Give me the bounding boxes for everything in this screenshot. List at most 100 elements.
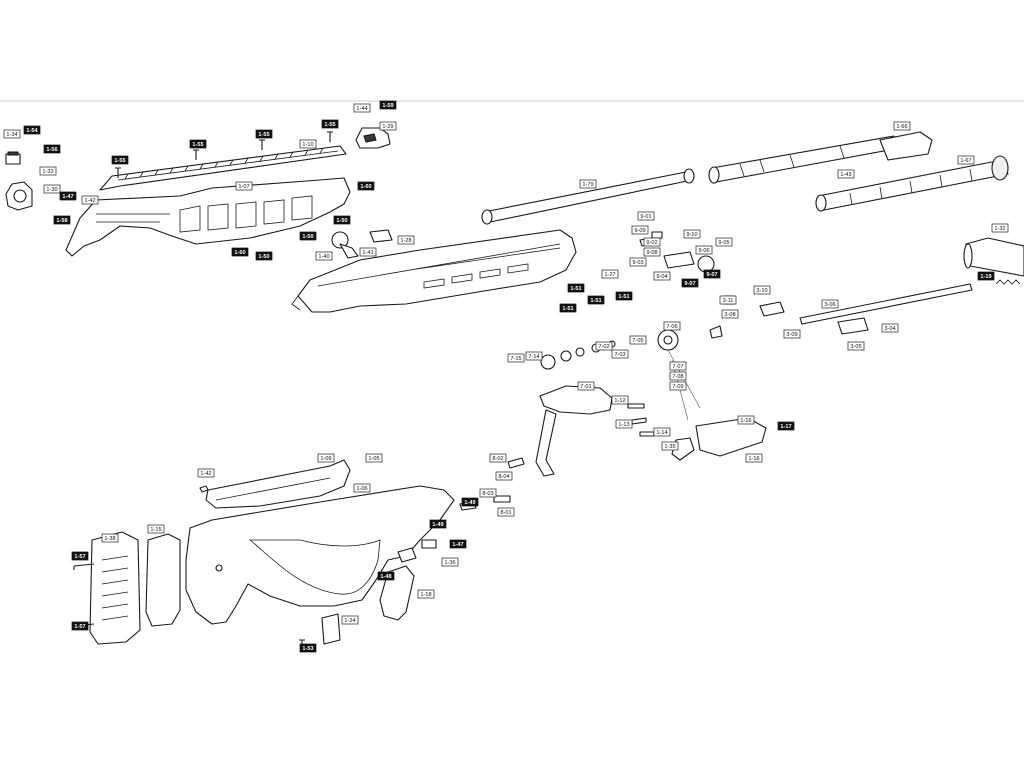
callout-box — [441, 557, 459, 567]
callout-label: 3-08 — [724, 312, 735, 318]
callout-tag: 1-57 — [71, 551, 89, 561]
callout-tag: 1-42 — [197, 468, 215, 478]
callout-box — [357, 181, 375, 191]
callout-tag: 1-33 — [39, 166, 57, 176]
callout-tag: 7-03 — [611, 349, 629, 359]
callout-box — [615, 291, 633, 301]
callout-tag: 1-56 — [43, 144, 61, 154]
callout-box — [681, 278, 699, 288]
callout-label: 9-01 — [640, 214, 651, 220]
callout-box — [189, 139, 207, 149]
callout-label: 1-14 — [656, 430, 667, 436]
callout-tag: 1-12 — [611, 395, 629, 405]
callout-tag: 1-41 — [359, 247, 377, 257]
callout-label: 8-02 — [492, 456, 503, 462]
callout-label: 1-34 — [6, 132, 17, 138]
callout-label: 1-13 — [618, 422, 629, 428]
callout-tag: 1-79 — [579, 179, 597, 189]
barrel-shroud-upper — [711, 135, 901, 183]
callout-tag: 9-04 — [653, 271, 671, 281]
callout-label: 1-18 — [420, 592, 431, 598]
callout-label: 9-10 — [686, 232, 697, 238]
callout-label: 1-51 — [590, 298, 601, 304]
callout-box — [577, 381, 595, 391]
callout-label: 1-58 — [56, 218, 67, 224]
fore-end-group — [291, 229, 577, 313]
callout-label: 3-06 — [824, 302, 835, 308]
callout-label: 1-56 — [46, 147, 57, 153]
callout-box — [661, 441, 679, 451]
callout-label: 1-50 — [258, 254, 269, 260]
callout-label: 1-51 — [570, 286, 581, 292]
callout-tag: 9-09 — [631, 225, 649, 235]
callout-tag: 9-05 — [715, 237, 733, 247]
callout-tag: 1-18 — [417, 589, 435, 599]
callout-tag: 7-09 — [669, 381, 687, 391]
valve-cluster — [639, 231, 869, 351]
callout-tag: 1-32 — [991, 223, 1009, 233]
trigger-guard-block — [321, 613, 341, 645]
barrel-shroud-lower — [817, 159, 1009, 211]
callout-label: 1-24 — [344, 618, 355, 624]
callout-label: 1-47 — [452, 542, 463, 548]
callout-label: 1-47 — [62, 194, 73, 200]
callout-label: 1-27 — [604, 272, 615, 278]
callout-label: 1-43 — [840, 172, 851, 178]
callout-label: 1-55 — [114, 158, 125, 164]
callout-tag: 1-51 — [559, 303, 577, 313]
callout-box — [147, 524, 165, 534]
callout-box — [893, 121, 911, 131]
callout-label: 1-05 — [368, 456, 379, 462]
callout-label: 1-51 — [562, 306, 573, 312]
callout-tag: 1-66 — [893, 121, 911, 131]
callout-label: 1-29 — [382, 124, 393, 130]
callout-label: 1-60 — [360, 184, 371, 190]
callout-tag: 1-27 — [601, 269, 619, 279]
callout-box — [579, 179, 597, 189]
callout-tag: 1-24 — [341, 615, 359, 625]
muzzle-brake — [879, 131, 933, 161]
callout-box — [631, 225, 649, 235]
callout-box — [653, 271, 671, 281]
callout-tag: 1-55 — [189, 139, 207, 149]
callout-label: 1-33 — [42, 169, 53, 175]
callout-tag: 9-02 — [643, 237, 661, 247]
callout-tag: 1-09 — [317, 453, 335, 463]
callout-box — [353, 103, 371, 113]
callout-label: 7-01 — [580, 384, 591, 390]
callout-box — [341, 615, 359, 625]
callout-tag: 3-05 — [847, 341, 865, 351]
callout-tag: 1-07 — [235, 181, 253, 191]
callout-tag: 1-13 — [615, 419, 633, 429]
callout-label: 1-17 — [780, 424, 791, 430]
callout-tag: 3-08 — [721, 309, 739, 319]
callout-tag: 1-55 — [255, 129, 273, 139]
callout-tag: 1-19 — [977, 271, 995, 281]
callout-box — [417, 589, 435, 599]
callout-box — [637, 211, 655, 221]
callout-box — [321, 119, 339, 129]
callout-tag: 1-15 — [147, 524, 165, 534]
callout-box — [629, 257, 647, 267]
callout-box — [683, 229, 701, 239]
callout-box — [379, 100, 397, 110]
callout-box — [231, 247, 249, 257]
fore-end-body — [297, 229, 577, 313]
callout-box — [595, 341, 613, 351]
callout-label: 7-08 — [672, 374, 683, 380]
callout-box — [821, 299, 839, 309]
callout-label: 9-07 — [706, 272, 717, 278]
callout-box — [101, 533, 119, 543]
callout-tag: 7-08 — [669, 371, 687, 381]
callout-box — [255, 129, 273, 139]
callout-tag: 7-15 — [507, 353, 525, 363]
callout-box — [957, 155, 975, 165]
callout-box — [235, 181, 253, 191]
callout-label: 1-19 — [980, 274, 991, 280]
callout-label: 9-03 — [632, 260, 643, 266]
callout-label: 7-15 — [510, 356, 521, 362]
callout-box — [777, 421, 795, 431]
callout-label: 1-15 — [150, 527, 161, 533]
callout-tag: 9-03 — [629, 257, 647, 267]
callout-box — [315, 251, 333, 261]
